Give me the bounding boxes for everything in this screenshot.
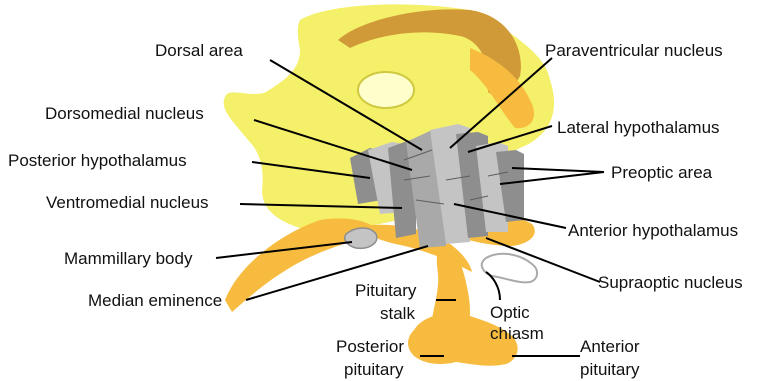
label-pituitary-stalk-line2: stalk bbox=[380, 304, 415, 323]
label-dorsomedial-nucleus: Dorsomedial nucleus bbox=[45, 104, 204, 123]
label-posterior-hypothalamus: Posterior hypothalamus bbox=[8, 151, 187, 170]
label-posterior-pituitary-line2: pituitary bbox=[344, 360, 404, 379]
label-supraoptic-nucleus: Supraoptic nucleus bbox=[598, 273, 743, 292]
label-anterior-pituitary-line1: Anterior bbox=[580, 337, 640, 356]
brain-oval bbox=[358, 72, 414, 108]
label-median-eminence: Median eminence bbox=[88, 291, 222, 310]
label-anterior-hypothalamus: Anterior hypothalamus bbox=[568, 221, 738, 240]
label-posterior-pituitary-line1: Posterior bbox=[336, 337, 404, 356]
label-optic-chiasm-line2: chiasm bbox=[490, 324, 544, 343]
label-lateral-hypothalamus: Lateral hypothalamus bbox=[557, 118, 720, 137]
label-mammillary-body: Mammillary body bbox=[64, 249, 193, 268]
optic-nerve bbox=[482, 254, 537, 283]
label-dorsal-area: Dorsal area bbox=[155, 41, 243, 60]
label-ventromedial-nucleus: Ventromedial nucleus bbox=[46, 193, 209, 212]
label-paraventricular-nucleus: Paraventricular nucleus bbox=[545, 41, 723, 60]
label-preoptic-area: Preoptic area bbox=[611, 163, 713, 182]
label-pituitary-stalk-line1: Pituitary bbox=[355, 281, 417, 300]
label-anterior-pituitary-line2: pituitary bbox=[580, 360, 640, 379]
label-optic-chiasm-line1: Optic bbox=[490, 303, 530, 322]
